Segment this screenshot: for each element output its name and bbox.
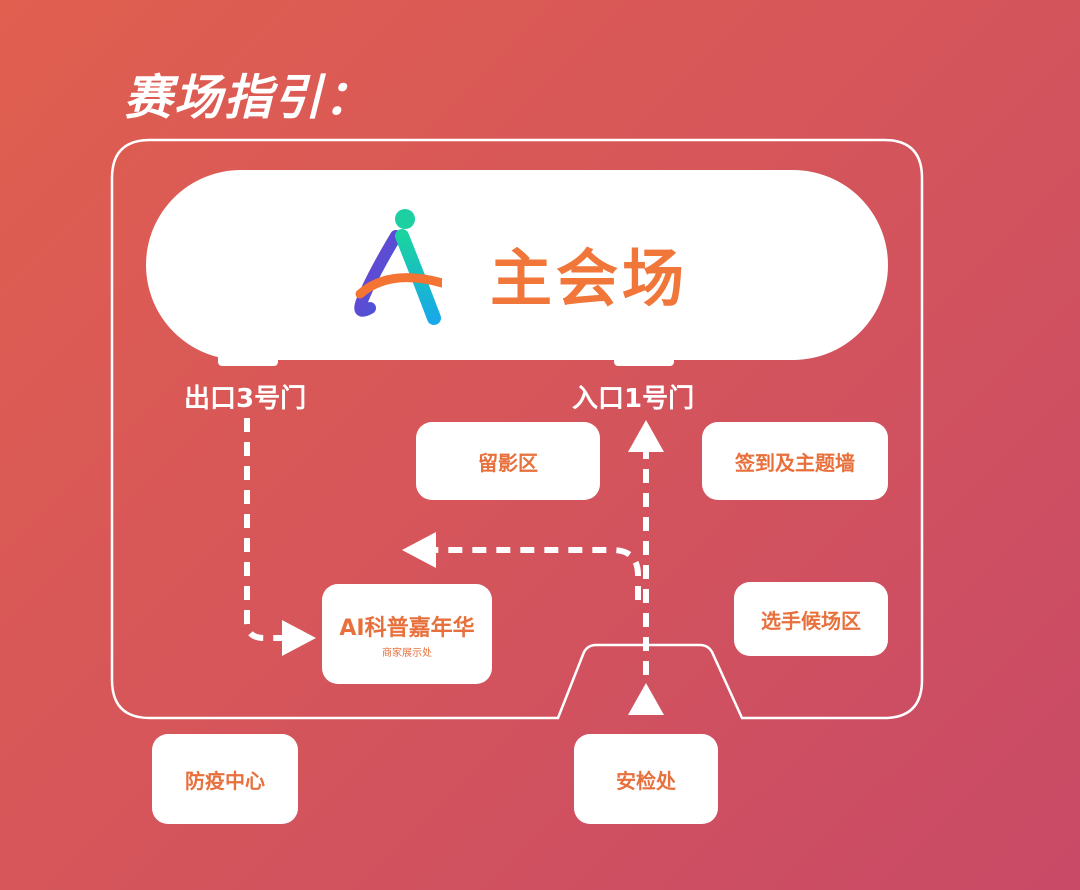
photo-zone: 留影区 — [416, 422, 600, 500]
entrance-route-arrow-top — [628, 420, 664, 452]
exit-gate-label: 出口3号门 — [184, 384, 307, 414]
main-hall-label: 主会场 — [490, 242, 689, 315]
carnival-zone-label: AI科普嘉年华 — [339, 615, 475, 641]
epidemic-center-label: 防疫中心 — [185, 768, 265, 793]
main-hall — [146, 170, 888, 360]
waiting-zone: 选手候场区 — [734, 582, 888, 656]
photo-zone-label: 留影区 — [478, 450, 538, 475]
entrance-route-arrow-bottom — [628, 683, 664, 715]
exit-route-line — [244, 418, 284, 641]
ai-logo-icon — [354, 209, 442, 325]
carnival-zone-sublabel: 商家展示处 — [382, 647, 432, 659]
exit-route-arrow — [282, 620, 316, 656]
entrance-gate-label: 入口1号门 — [572, 384, 695, 414]
branch-route-line — [436, 547, 641, 600]
signin-zone-label: 签到及主题墙 — [735, 450, 855, 475]
signin-zone: 签到及主题墙 — [702, 422, 888, 500]
waiting-zone-label: 选手候场区 — [761, 608, 861, 633]
branch-route-arrow — [402, 532, 436, 568]
epidemic-center: 防疫中心 — [152, 734, 298, 824]
page-title: 赛场指引： — [124, 70, 375, 126]
carnival-zone: AI科普嘉年华 商家展示处 — [322, 584, 492, 684]
security-check-label: 安检处 — [616, 768, 676, 793]
security-check: 安检处 — [574, 734, 718, 824]
venue-boundary — [110, 138, 924, 720]
